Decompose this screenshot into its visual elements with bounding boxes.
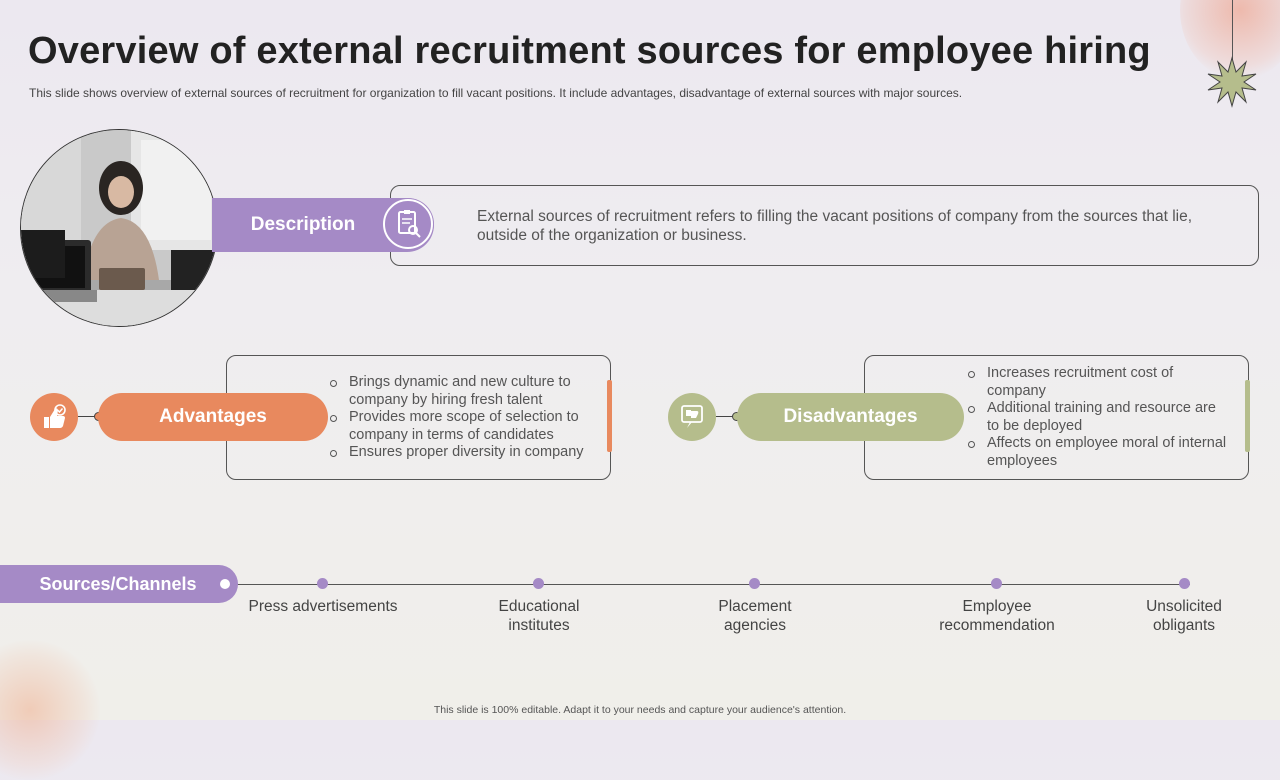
timeline-dot <box>1179 578 1190 589</box>
description-text: External sources of recruitment refers t… <box>477 208 1193 244</box>
source-placement-agencies: Placement agencies <box>718 598 792 634</box>
footer-note: This slide is 100% editable. Adapt it to… <box>433 704 847 716</box>
list-item: Additional training and resource are to … <box>967 400 1232 435</box>
timeline-dot <box>317 578 328 589</box>
thumbs-down-icon <box>668 393 716 441</box>
sources-timeline-line <box>232 584 1190 585</box>
document-search-icon <box>383 199 433 249</box>
disadvantages-pill: Disadvantages <box>737 393 964 441</box>
disadvantages-connector <box>716 416 738 417</box>
source-unsolicited-obligants: Unsolicited obligants <box>1146 598 1222 634</box>
sources-timeline-start-dot <box>220 579 230 589</box>
list-item: Provides more scope of selection to comp… <box>329 409 589 444</box>
list-item: Affects on employee moral of internal em… <box>967 435 1232 470</box>
decor-hanging-line <box>1232 0 1233 62</box>
page-title: Overview of external recruitment sources… <box>28 30 1151 72</box>
page-subtitle: This slide shows overview of external so… <box>29 86 963 100</box>
thumbs-up-icon <box>30 393 78 441</box>
decor-star-icon <box>1207 56 1257 108</box>
professional-woman-photo <box>20 129 218 327</box>
sources-label: Sources/Channels <box>39 574 197 594</box>
disadvantages-accent-bar <box>1245 380 1250 452</box>
source-press-advertisements: Press advertisements <box>248 598 398 615</box>
timeline-dot <box>991 578 1002 589</box>
list-item: Brings dynamic and new culture to compan… <box>329 374 589 409</box>
disadvantages-list: Increases recruitment cost of company Ad… <box>967 365 1232 470</box>
advantages-accent-bar <box>607 380 612 452</box>
sources-pill: Sources/Channels <box>0 565 238 603</box>
description-label: Description <box>250 214 356 235</box>
timeline-dot <box>749 578 760 589</box>
timeline-dot <box>533 578 544 589</box>
list-item: Ensures proper diversity in company <box>329 444 589 462</box>
advantages-connector <box>78 416 100 417</box>
advantages-pill: Advantages <box>98 393 328 441</box>
list-item: Increases recruitment cost of company <box>967 365 1232 400</box>
source-educational-institutes: Educational institutes <box>498 598 580 634</box>
advantages-list: Brings dynamic and new culture to compan… <box>329 374 589 462</box>
source-employee-recommendation: Employee recommendation <box>939 598 1055 634</box>
